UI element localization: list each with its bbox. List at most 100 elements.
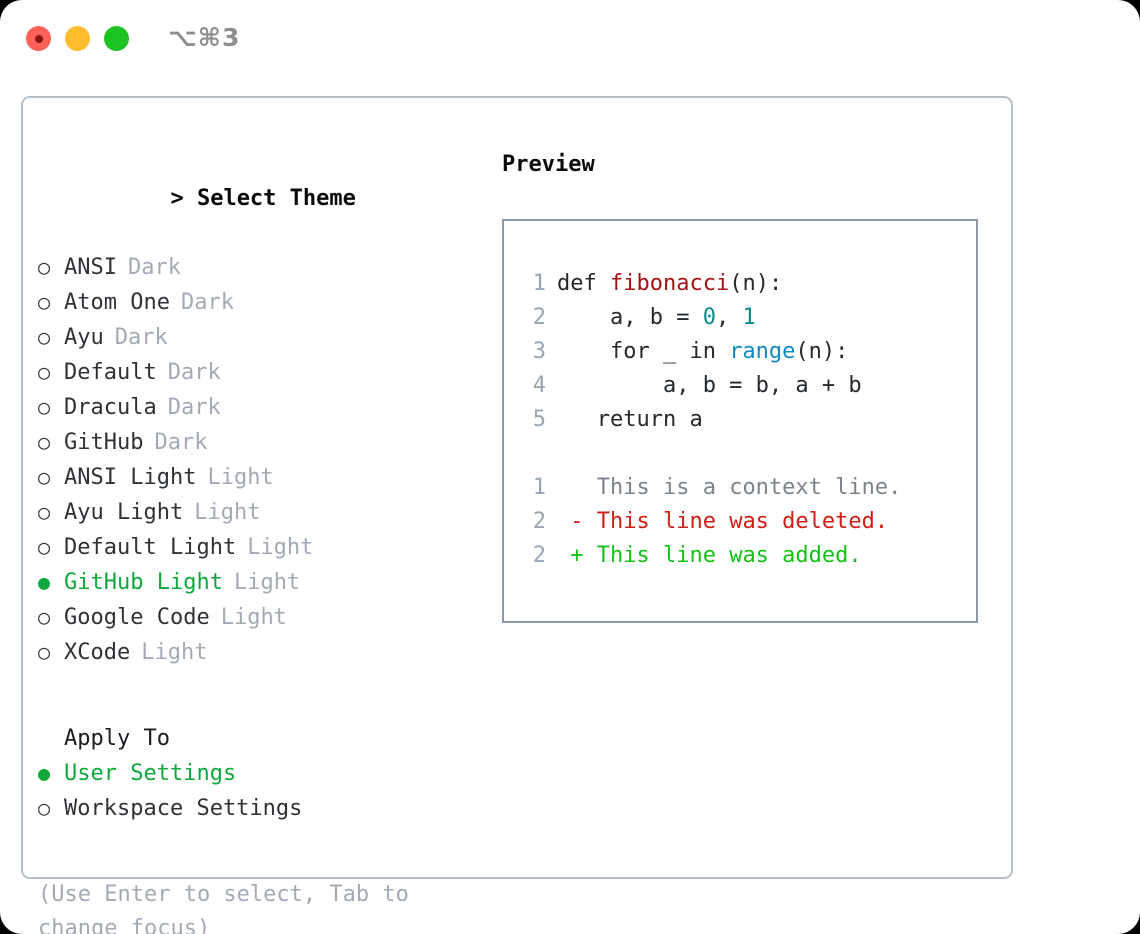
hint-gap — [38, 826, 478, 878]
theme-option-google-code[interactable]: ○ Google Code Light — [38, 600, 478, 635]
theme-variant-badge: Light — [207, 465, 274, 490]
token-num: 1 — [742, 305, 756, 330]
radio-unselected-icon: ○ — [38, 465, 51, 489]
radio-unselected-icon: ○ — [38, 796, 51, 820]
line-number: 2 — [532, 509, 546, 534]
radio-unselected-icon: ○ — [38, 500, 51, 524]
radio-unselected-icon: ○ — [38, 325, 51, 349]
preview-heading: Preview — [502, 152, 595, 177]
diff-line-context: 1 This is a context line. — [516, 471, 970, 505]
code-line: 5 return a — [516, 403, 970, 437]
theme-option-xcode[interactable]: ○ XCode Light — [38, 635, 478, 670]
token-plain: , — [715, 305, 743, 330]
theme-name: XCode — [64, 640, 131, 665]
theme-option-default[interactable]: ○ Default Dark — [38, 355, 478, 390]
code-line: 1 def fibonacci(n): — [516, 267, 970, 301]
code-diff-separator — [516, 437, 970, 471]
radio-unselected-icon: ○ — [38, 290, 51, 314]
minimize-button-icon[interactable] — [65, 26, 90, 51]
code-line: 4 a, b = b, a + b — [516, 369, 970, 403]
theme-option-ansi-light[interactable]: ○ ANSI Light Light — [38, 460, 478, 495]
section-gap — [38, 670, 478, 722]
theme-variant-badge: Light — [247, 535, 314, 560]
diff-marker: + — [557, 543, 584, 568]
theme-option-dracula[interactable]: ○ Dracula Dark — [38, 390, 478, 425]
code-line: 2 a, b = 0, 1 — [516, 301, 970, 335]
token-func: fibonacci — [609, 271, 730, 296]
maximize-button-icon[interactable] — [104, 26, 129, 51]
title-bar: ⌥⌘3 — [0, 0, 1140, 78]
theme-variant-badge: Dark — [167, 395, 221, 420]
radio-unselected-icon: ○ — [38, 430, 51, 454]
radio-selected-icon: ● — [38, 570, 51, 594]
theme-variant-badge: Light — [194, 500, 261, 525]
code-line: 3 for _ in range(n): — [516, 335, 970, 369]
radio-unselected-icon: ○ — [38, 360, 51, 384]
token-builtin: range — [729, 339, 796, 364]
theme-option-github-light[interactable]: ● GitHub Light Light — [38, 565, 478, 600]
radio-unselected-icon: ○ — [38, 255, 51, 279]
apply-to-option-user-settings[interactable]: ● User Settings — [38, 756, 478, 791]
apply-to-heading: Apply To — [64, 726, 170, 751]
theme-name: GitHub Light — [64, 570, 223, 595]
theme-name: Dracula — [64, 395, 157, 420]
select-theme-title: Select Theme — [196, 186, 356, 211]
token-plain: a, b = — [557, 305, 703, 330]
radio-selected-icon: ● — [38, 761, 51, 785]
theme-option-default-light[interactable]: ○ Default Light Light — [38, 530, 478, 565]
token-plain: (n): — [795, 339, 849, 364]
theme-name: Ayu — [64, 325, 104, 350]
token-plain: return a — [557, 407, 703, 432]
code-line-text: for _ in range(n): — [557, 335, 848, 369]
line-number: 2 — [532, 543, 546, 568]
select-theme-heading: > Select Theme — [38, 148, 478, 250]
code-line-text: return a — [557, 403, 703, 437]
apply-to-label: User Settings — [64, 761, 237, 786]
diff-line-text: This line was added. — [583, 543, 862, 568]
theme-name: Google Code — [64, 605, 210, 630]
keyboard-hint-text: (Use Enter to select, Tab to change focu… — [38, 882, 409, 934]
theme-variant-badge: Light — [233, 570, 301, 595]
theme-variant-badge: Dark — [127, 255, 181, 280]
code-line-text: a, b = 0, 1 — [557, 301, 756, 335]
apply-to-option-workspace-settings[interactable]: ○Workspace Settings — [38, 791, 478, 826]
theme-name: Default — [64, 360, 157, 385]
token-plain: (n): — [729, 271, 783, 296]
keyboard-shortcut-label: ⌥⌘3 — [168, 23, 241, 52]
token-def: def — [557, 271, 610, 296]
theme-variant-badge: Dark — [167, 360, 221, 385]
theme-variant-badge: Light — [141, 640, 208, 665]
code-line-text: a, b = b, a + b — [557, 369, 862, 403]
theme-variant-badge: Dark — [154, 430, 208, 455]
theme-option-ayu-light[interactable]: ○ Ayu Light Light — [38, 495, 478, 530]
radio-unselected-icon: ○ — [38, 640, 51, 664]
theme-name: Atom One — [64, 290, 170, 315]
token-plain: a, b = b, a + b — [557, 373, 862, 398]
theme-option-atom-one[interactable]: ○ Atom One Dark — [38, 285, 478, 320]
theme-variant-badge: Dark — [180, 290, 234, 315]
apply-to-list[interactable]: ● User Settings ○Workspace Settings — [38, 756, 478, 826]
radio-unselected-icon: ○ — [38, 395, 51, 419]
theme-variant-badge: Light — [220, 605, 287, 630]
theme-name: Ayu Light — [64, 500, 184, 525]
theme-option-ansi[interactable]: ○ ANSI Dark — [38, 250, 478, 285]
theme-name: Default Light — [64, 535, 237, 560]
close-button-icon[interactable] — [26, 26, 51, 51]
radio-unselected-icon: ○ — [38, 535, 51, 559]
theme-name: ANSI — [64, 255, 117, 280]
diff-line-text: This is a context line. — [583, 475, 902, 500]
traffic-lights — [26, 26, 129, 51]
theme-name: ANSI Light — [64, 465, 197, 490]
line-number: 1 — [532, 271, 546, 296]
radio-unselected-icon: ○ — [38, 605, 51, 629]
line-number: 1 — [532, 475, 546, 500]
